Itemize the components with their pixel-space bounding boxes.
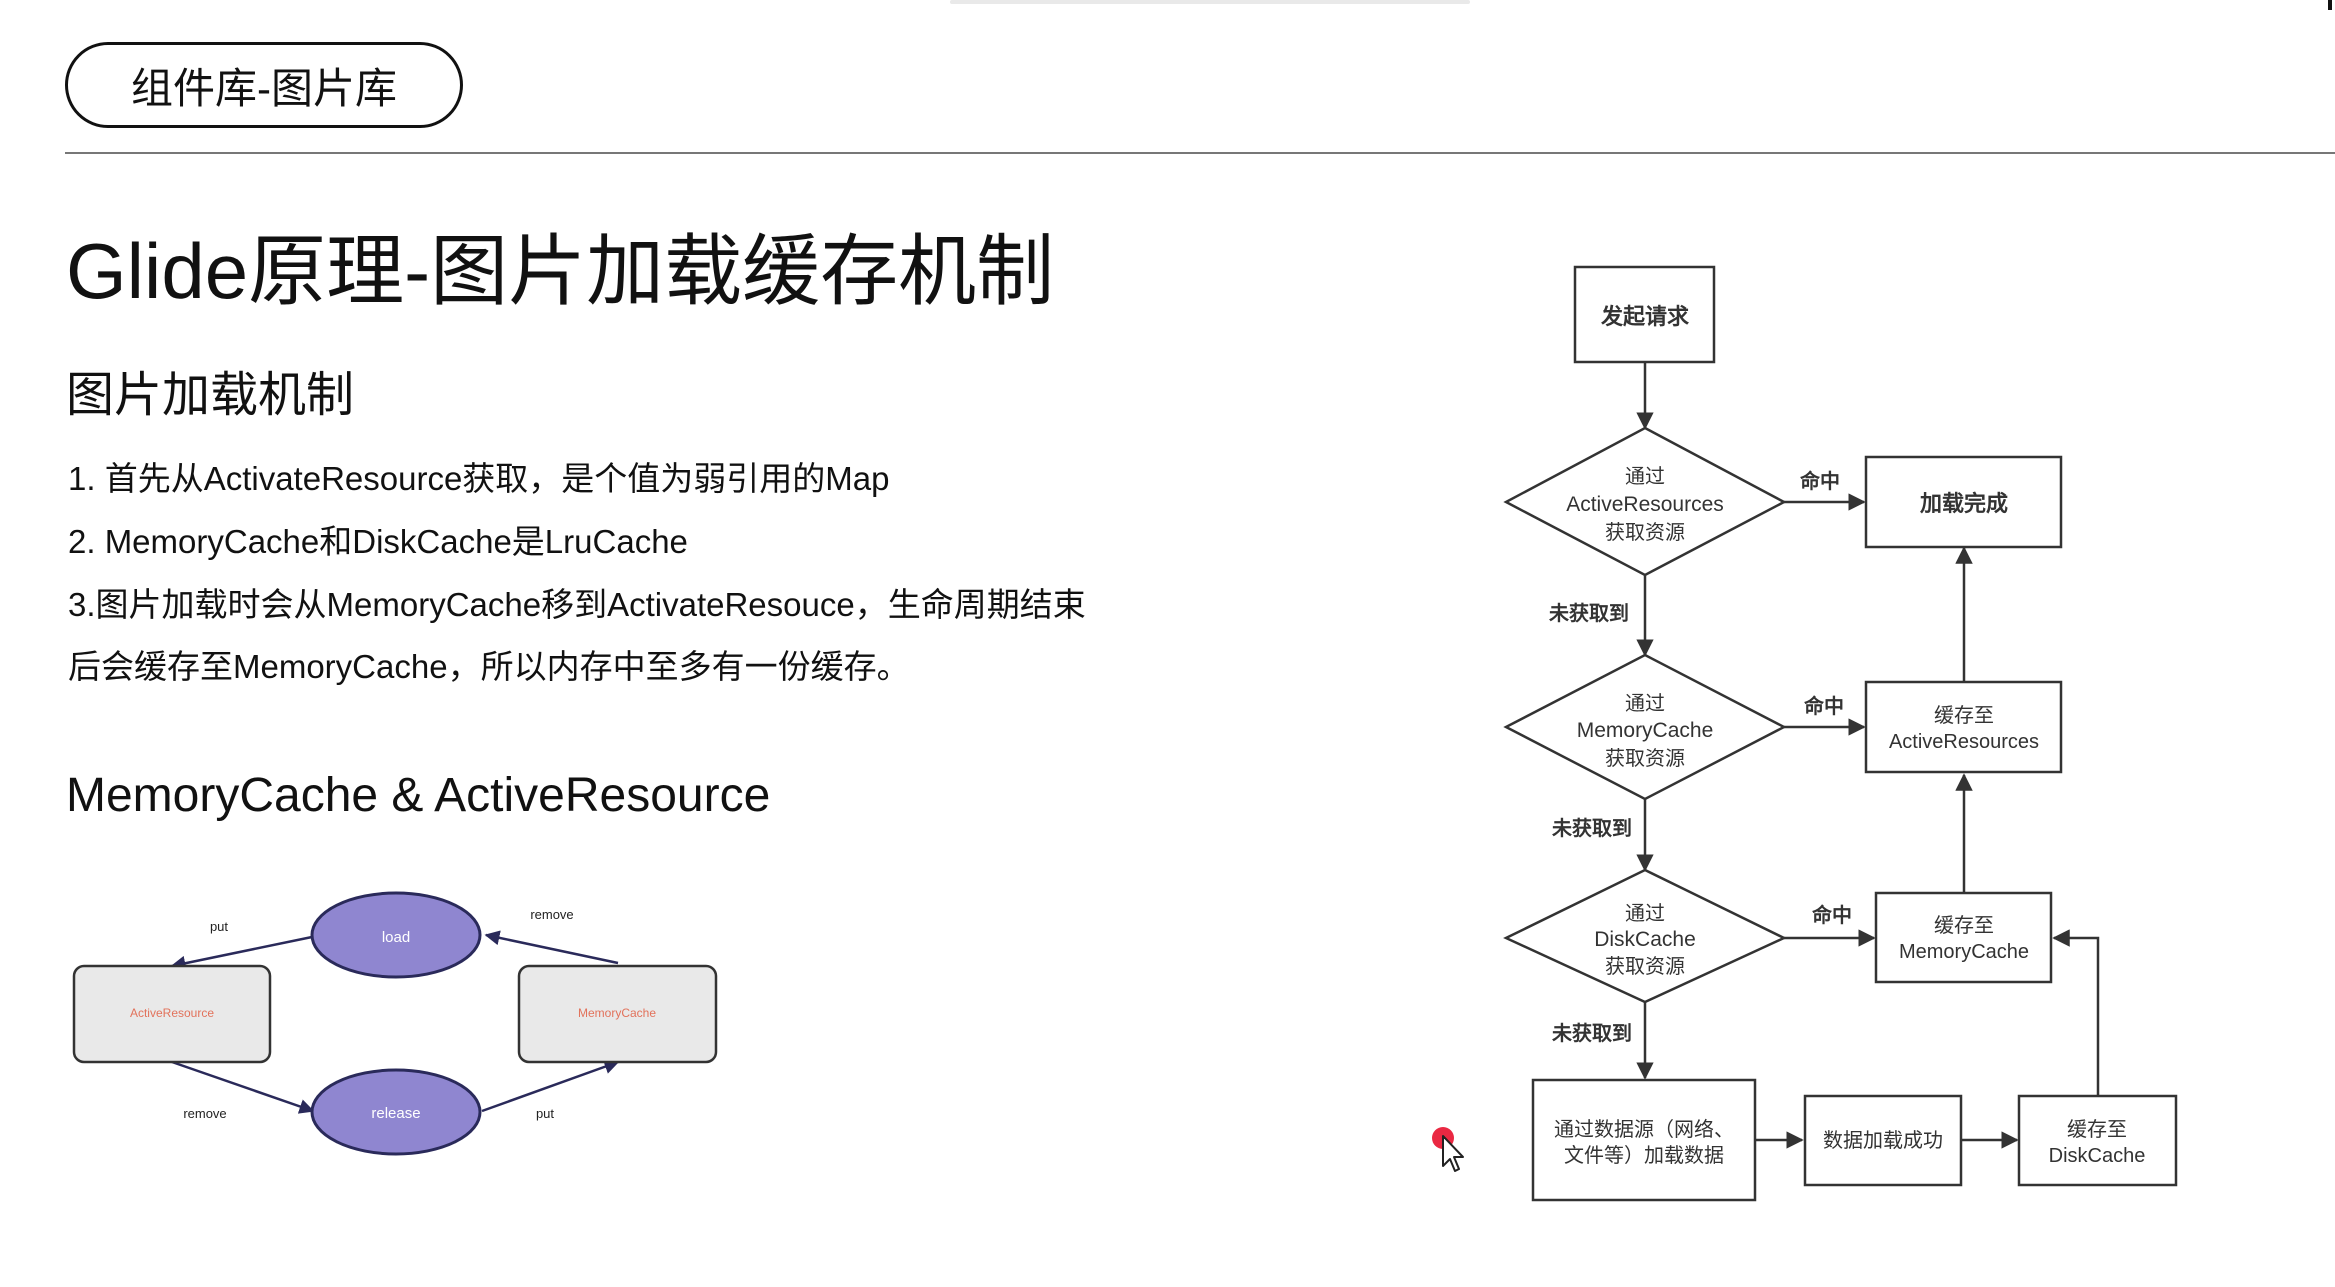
decision-active-line1: 通过 — [1625, 465, 1665, 488]
fetch-line2: 文件等）加载数据 — [1564, 1144, 1724, 1167]
miss-label-3: 未获取到 — [1552, 1021, 1632, 1045]
section-tag: 组件库-图片库 — [65, 42, 463, 128]
decision-active-resources — [1503, 426, 1787, 577]
point-1: 1. 首先从ActivateResource获取，是个值为弱引用的Map — [68, 460, 890, 497]
decision-memory-cache — [1503, 653, 1787, 801]
section-tag-label: 组件库-图片库 — [131, 64, 397, 112]
success-label: 数据加载成功 — [1823, 1129, 1943, 1152]
arrow-cache-disk-to-cache-memory — [2052, 929, 2100, 1096]
point-3: 3.图片加载时会从MemoryCache移到ActivateResouce，生命… — [68, 586, 1086, 623]
decision-disk-cache — [1503, 868, 1787, 1004]
decision-active-line2: ActiveResources — [1566, 493, 1724, 516]
cache-memory-node — [1874, 891, 2053, 984]
point-3-continued: 后会缓存至MemoryCache，所以内存中至多有一份缓存。 — [68, 648, 910, 685]
arrow-active-to-release — [171, 1060, 315, 1114]
cache-disk-line1: 缓存至 — [2067, 1118, 2127, 1141]
release-label: release — [371, 1105, 420, 1122]
memory-cache-box — [517, 964, 718, 1064]
load-flowchart: 发起请求 通过 ActiveResources 获取资源 通过 MemoryCa… — [1503, 265, 2178, 1202]
top-right-mark — [2328, 0, 2332, 10]
miss-label-2: 未获取到 — [1552, 816, 1632, 840]
cache-active-node — [1864, 680, 2063, 774]
memory-cache-label: MemoryCache — [578, 1006, 656, 1020]
active-resource-box — [72, 964, 272, 1064]
hit-label-2: 命中 — [1804, 694, 1844, 718]
remove-right-label: remove — [530, 907, 573, 922]
decision-memory-line2: MemoryCache — [1577, 719, 1714, 742]
decision-disk-line1: 通过 — [1625, 902, 1665, 925]
load-label: load — [382, 929, 410, 946]
start-node — [1573, 265, 1716, 364]
decision-disk-line3: 获取资源 — [1605, 955, 1685, 978]
decision-memory-line1: 通过 — [1625, 692, 1665, 715]
slide-title: Glide原理-图片加载缓存机制 — [66, 227, 1055, 315]
cache-active-line1: 缓存至 — [1934, 704, 1994, 727]
arrow-release-to-memory — [481, 1059, 620, 1113]
decision-memory-line3: 获取资源 — [1605, 747, 1685, 770]
fetch-line1: 通过数据源（网络、 — [1554, 1118, 1734, 1141]
success-node — [1803, 1094, 1963, 1187]
arrow-memory-to-load — [484, 930, 619, 965]
cache-cycle-diagram: load release ActiveResource MemoryCache … — [72, 891, 718, 1156]
cache-disk-node — [2017, 1094, 2178, 1187]
release-node — [310, 1068, 482, 1156]
cache-disk-line2: DiskCache — [2049, 1145, 2146, 1167]
cache-memory-line2: MemoryCache — [1899, 941, 2029, 963]
decision-active-line3: 获取资源 — [1605, 521, 1685, 544]
load-node — [310, 891, 482, 979]
hit-label-3: 命中 — [1812, 903, 1852, 927]
miss-label-1: 未获取到 — [1549, 601, 1629, 625]
done-node — [1864, 455, 2063, 549]
fetch-node — [1531, 1078, 1757, 1202]
decision-disk-line2: DiskCache — [1594, 928, 1696, 951]
cache-memory-line1: 缓存至 — [1934, 914, 1994, 937]
active-resource-label: ActiveResource — [130, 1006, 214, 1020]
put-right-label: put — [536, 1106, 554, 1121]
arrow-load-to-active — [170, 935, 313, 971]
point-2: 2. MemoryCache和DiskCache是LruCache — [68, 523, 688, 560]
cache-active-line2: ActiveResources — [1889, 731, 2039, 753]
put-left-label: put — [210, 919, 228, 934]
start-label: 发起请求 — [1600, 304, 1689, 329]
hit-label-1: 命中 — [1800, 469, 1840, 493]
remove-left-label: remove — [183, 1106, 226, 1121]
done-label: 加载完成 — [1919, 491, 2008, 516]
cursor-pointer-icon — [1432, 1127, 1464, 1172]
slide-subtitle: 图片加载机制 — [66, 369, 355, 422]
header-divider — [65, 152, 2335, 154]
top-window-edge — [950, 0, 1470, 4]
section-heading: MemoryCache & ActiveResource — [66, 769, 771, 822]
